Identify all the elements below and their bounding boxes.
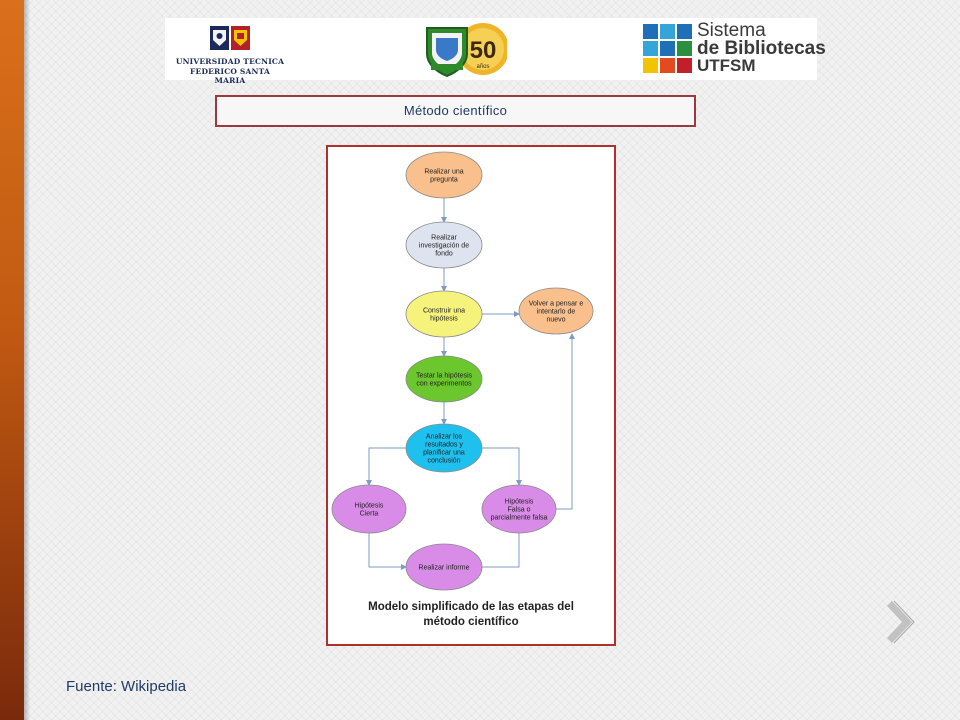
flow-node-label-falsa: Hipótesis [505, 499, 534, 506]
figure-caption: Modelo simplificado de las etapas del mé… [328, 600, 614, 630]
flow-node-label-testar: con experimentos [416, 381, 472, 388]
flow-node-shape-pregunta [405, 151, 483, 199]
source-citation: Fuente: Wikipedia [66, 678, 187, 695]
edge-falsa-volver [556, 333, 575, 510]
flow-node-shape-falsa [481, 484, 557, 534]
flow-node-label-falsa: parcialmente falsa [491, 515, 548, 522]
edge-informe-falsa [477, 533, 520, 570]
library-grid-icon [643, 24, 692, 73]
flow-node-shape-hipotesis [405, 290, 483, 338]
flow-node-shape-informe [405, 543, 483, 591]
flow-node-label-testar: Testar la hipótesis [416, 373, 473, 380]
university-name-line1: UNIVERSIDAD TECNICA [175, 57, 285, 66]
flow-node-label-volver: nuevo [546, 317, 565, 324]
flow-node-label-investigacion: Realizar [431, 235, 457, 242]
figure-caption-line2: método científico [423, 616, 519, 628]
flow-node-label-falsa: Falsa o [508, 507, 531, 514]
flow-node-label-cierta: Cierta [360, 511, 379, 518]
anniversary-number: 50 [470, 37, 497, 64]
anniversary-word: años [476, 64, 489, 70]
flow-node-shape-volver [518, 287, 594, 335]
library-name-line1: Sistema [697, 20, 766, 41]
flow-node-label-pregunta: Realizar una [424, 169, 463, 176]
flow-node-label-hipotesis: Construir una [423, 308, 465, 315]
flow-node-shape-testar [405, 355, 483, 403]
edge-analizar-cierta [366, 447, 406, 486]
library-name-line2: de Bibliotecas [697, 38, 826, 59]
flow-node-label-volver: Volver a pensar e [529, 301, 584, 308]
logo-banner: UNIVERSIDAD TECNICA FEDERICO SANTA MARIA… [165, 18, 826, 85]
university-name-line2: FEDERICO SANTA MARIA [190, 67, 270, 85]
flow-node-label-analizar: resultados y [425, 442, 463, 449]
slide-title: Método científico [215, 95, 696, 127]
flow-node-label-informe: Realizar informe [419, 565, 470, 572]
figure-caption-line1: Modelo simplificado de las etapas del [368, 601, 574, 613]
side-accent-bar [0, 0, 30, 720]
next-slide-chevron-icon[interactable] [884, 597, 920, 647]
flow-node-label-investigacion: investigación de [419, 243, 469, 250]
scientific-method-flowchart: Realizar unapreguntaRealizarinvestigació… [331, 151, 594, 591]
flow-node-label-investigacion: fondo [435, 251, 453, 258]
flow-node-shape-cierta [331, 484, 407, 534]
utfsm-logo: UNIVERSIDAD TECNICA FEDERICO SANTA MARIA [175, 24, 285, 85]
anniversary-50-logo: 50 años [426, 23, 507, 78]
flow-node-informe: Realizar informe [405, 543, 483, 591]
edge-analizar-falsa [482, 447, 522, 486]
flow-node-label-cierta: Hipótesis [355, 503, 384, 510]
flow-node-label-pregunta: pregunta [430, 177, 458, 184]
flow-node-label-analizar: Analizar los [426, 434, 463, 441]
edge-cierta-informe [368, 533, 407, 570]
flow-node-label-volver: intentarlo de [537, 309, 576, 316]
university-crest-icon [210, 26, 250, 50]
flow-node-label-analizar: conclusión [427, 458, 460, 465]
flow-node-label-analizar: planificar una [423, 450, 465, 457]
flow-node-shape-analizar [405, 423, 483, 473]
library-system-logo: Sistema de Bibliotecas UTFSM [643, 20, 826, 76]
flow-node-label-hipotesis: hipótesis [430, 316, 458, 323]
library-name-line3: UTFSM [697, 56, 756, 75]
flow-node-shape-investigacion [405, 221, 483, 269]
